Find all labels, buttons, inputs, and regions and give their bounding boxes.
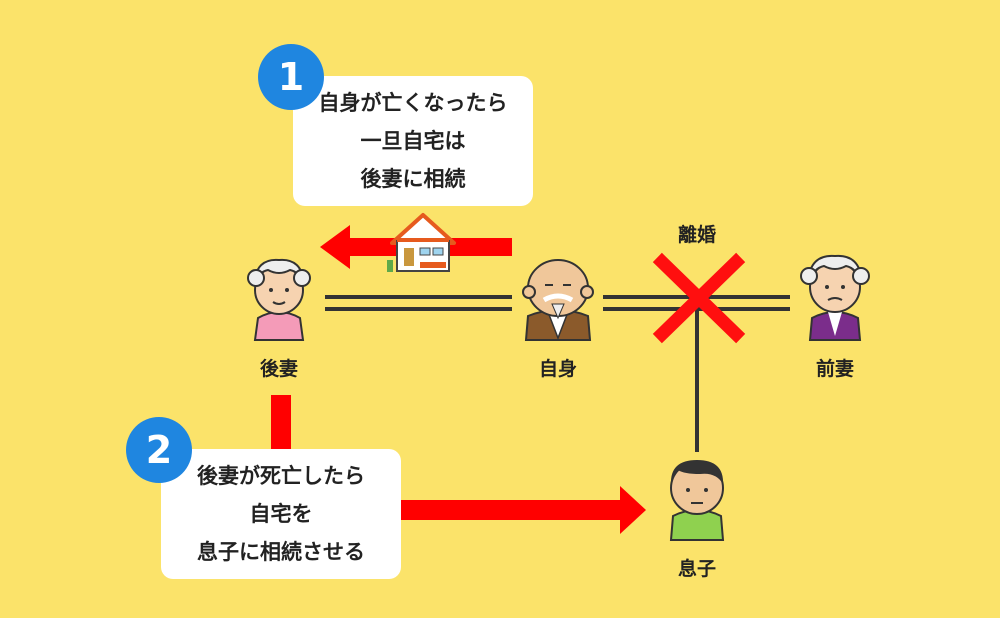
step2-line-3: 息子に相続させる: [197, 540, 365, 564]
label-former-wife: 前妻: [815, 358, 854, 380]
second-wife-avatar: [247, 258, 311, 341]
step1-badge: 1: [258, 44, 324, 110]
divorce-label: 離婚: [677, 224, 716, 246]
house-icon: [387, 213, 456, 272]
label-self: 自身: [538, 358, 577, 380]
x-mark-icon: [652, 252, 746, 344]
step1-callout: 自身が亡くなったら 一旦自宅は 後妻に相続: [293, 76, 533, 206]
former-wife-avatar: [800, 254, 870, 341]
step1-line-1: 自身が亡くなったら: [318, 91, 508, 115]
son-avatar: [669, 460, 725, 541]
step2-line-1: 後妻が死亡したら: [197, 464, 365, 488]
step2-callout: 後妻が死亡したら 自宅を 息子に相続させる: [161, 449, 401, 579]
label-son: 息子: [677, 558, 716, 580]
self-avatar: [522, 259, 594, 341]
step1-line-2: 一旦自宅は: [360, 129, 466, 153]
step2-line-2: 自宅を: [249, 502, 313, 526]
step1-line-3: 後妻に相続: [360, 167, 466, 191]
step2-badge: 2: [126, 417, 192, 483]
label-second-wife: 後妻: [259, 358, 298, 380]
marriage-line-second-wife: [325, 295, 512, 311]
arrow-step2: [271, 395, 646, 534]
